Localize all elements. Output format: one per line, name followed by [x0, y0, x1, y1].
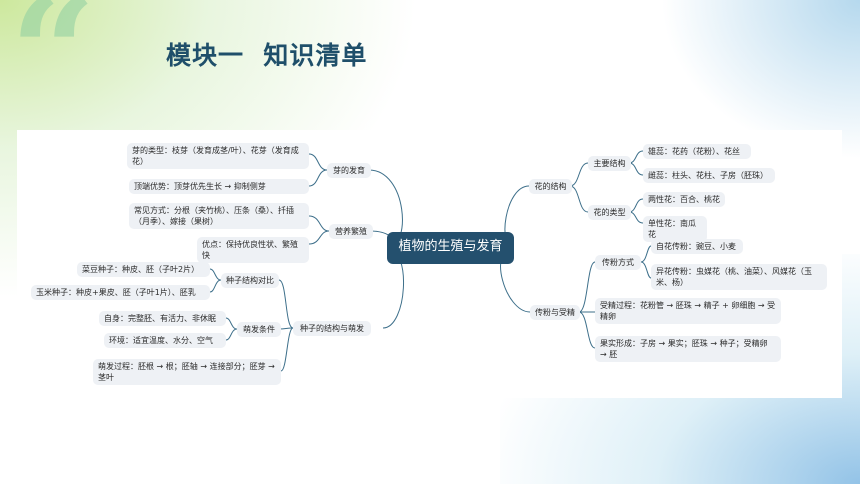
node-corn-seed[interactable]: 玉米种子：种皮+果皮、胚（子叶1片）、胚乳 [31, 285, 210, 300]
node-germination-process[interactable]: 萌发过程：胚根 → 根；胚轴 → 连接部分；胚芽 → 茎叶 [93, 359, 281, 385]
node-pollination-method[interactable]: 传粉方式 [595, 255, 641, 270]
node-germination-conditions[interactable]: 萌发条件 [237, 322, 281, 337]
node-flower-type[interactable]: 花的类型 [588, 205, 631, 220]
connector-poll-method [578, 261, 596, 313]
node-self-pollination[interactable]: 自花传粉：豌豆、小麦 [651, 239, 743, 254]
connector-poll-fruit [578, 311, 596, 349]
connector-veg-advantage [308, 230, 330, 245]
node-fruit-formation[interactable]: 果实形成：子房 → 果实；胚珠 → 种子；受精卵 → 胚 [595, 336, 781, 362]
node-cross-pollination[interactable]: 异花传粉：虫媒花（桃、油菜）、风媒花（玉米、杨） [651, 264, 827, 290]
connector-main-pistil [628, 162, 644, 176]
node-flower-structure[interactable]: 花的结构 [529, 179, 572, 194]
node-unisexual-flower[interactable]: 单性花：南瓜花 [643, 216, 707, 242]
quote-mark-icon: “ [10, 0, 96, 141]
connector-structure-corn [209, 279, 222, 293]
connector-type-bisexual [628, 198, 644, 213]
connector-method-cross [640, 261, 652, 279]
node-fertilization-process[interactable]: 受精过程：花粉管 → 胚珠 → 精子 + 卵细胞 → 受精卵 [595, 298, 781, 324]
node-stamen[interactable]: 雄蕊：花药（花粉）、花丝 [643, 144, 751, 159]
node-bud-type[interactable]: 芽的类型：枝芽（发育成茎/叶）、花芽（发育成花） [127, 143, 309, 169]
connector-seed-process [280, 327, 294, 372]
node-vegetative-propagation[interactable]: 营养繁殖 [329, 224, 373, 239]
connector-veg-methods [308, 215, 330, 232]
connector-conditions-env [225, 328, 238, 341]
connector-conditions-self [225, 317, 238, 330]
center-node[interactable]: 植物的生殖与发育 [387, 232, 514, 264]
node-pollination-fertilization[interactable]: 传粉与受精 [530, 305, 580, 320]
node-condition-self[interactable]: 自身：完整胚、有活力、非休眠 [99, 311, 226, 326]
node-main-structure[interactable]: 主要结构 [588, 156, 631, 171]
mind-map: 植物的生殖与发育 芽的发育 芽的类型：枝芽（发育成茎/叶）、花芽（发育成花） 顶… [17, 130, 842, 398]
connector-type-unisexual [628, 211, 644, 224]
slide-title: 模块一 知识清单 [166, 41, 368, 70]
node-propagation-methods[interactable]: 常见方式：分根（夹竹桃）、压条（桑）、扦插（月季）、嫁接（果树） [129, 203, 309, 229]
node-seed-structure-germination[interactable]: 种子的结构与萌发 [293, 321, 371, 336]
node-bud-development[interactable]: 芽的发育 [327, 163, 371, 178]
connector-seed-conditions [278, 327, 294, 330]
connector-flower-type [569, 185, 589, 213]
node-bean-seed[interactable]: 菜豆种子：种皮、胚（子叶2片） [77, 262, 210, 277]
node-condition-environment[interactable]: 环境：适宜温度、水分、空气 [104, 333, 226, 348]
connector-structure-bean [209, 268, 222, 281]
node-propagation-advantage[interactable]: 优点：保持优良性状、繁殖快 [197, 237, 309, 263]
connector-seed-structure [278, 279, 294, 329]
connector-flower-main [569, 162, 589, 187]
node-bisexual-flower[interactable]: 两性花：百合、桃花 [643, 192, 725, 207]
connector-bud-type [308, 153, 328, 171]
connector-bud-apical [308, 169, 328, 187]
connector-method-self [640, 245, 652, 263]
node-pistil[interactable]: 雌蕊：柱头、花柱、子房（胚珠） [643, 168, 775, 183]
node-seed-structure-compare[interactable]: 种子结构对比 [221, 273, 279, 288]
node-apical-dominance[interactable]: 顶端优势：顶芽优先生长 → 抑制侧芽 [129, 179, 309, 194]
connector-main-stamen [628, 150, 644, 164]
